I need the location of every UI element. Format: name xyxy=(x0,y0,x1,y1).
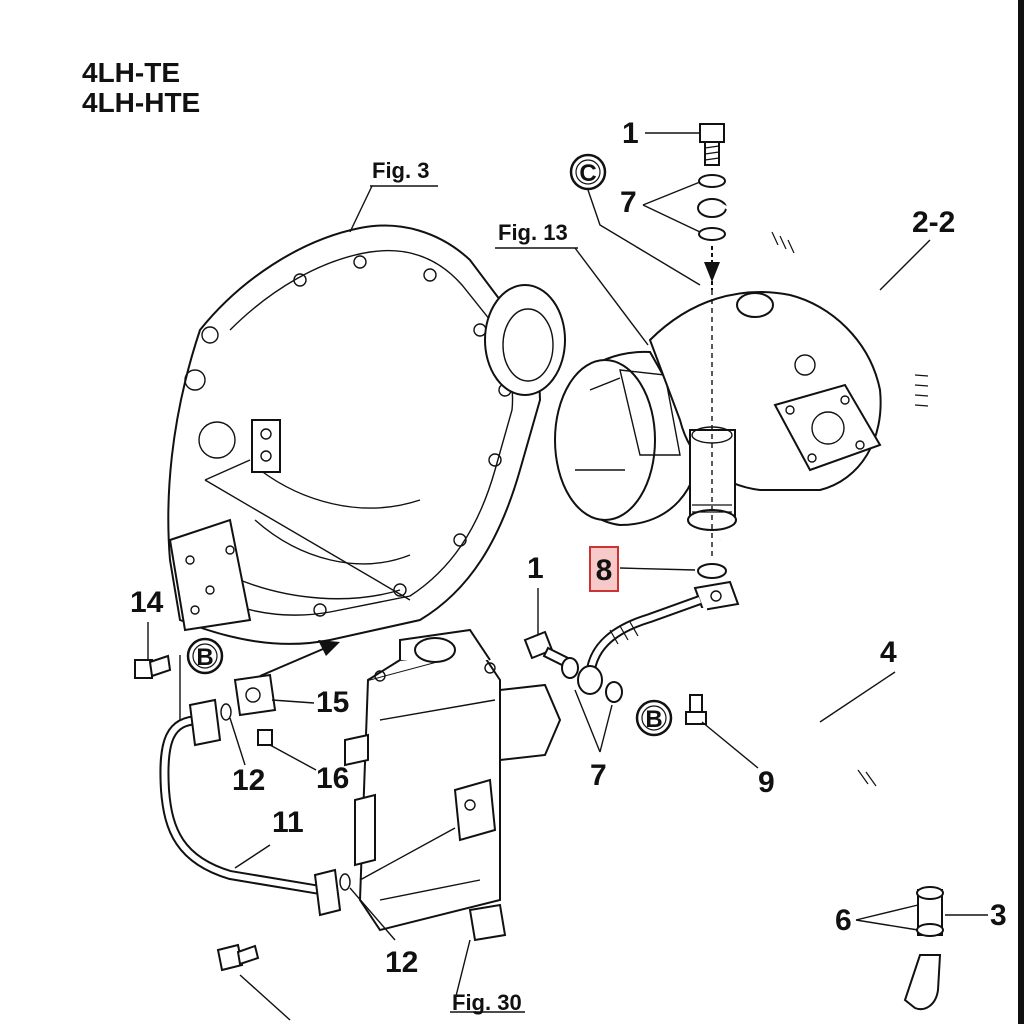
callout-1-mid: 1 xyxy=(527,552,544,585)
callout-4: 4 xyxy=(880,636,897,669)
callout-11: 11 xyxy=(272,806,304,839)
mid-banjo-bolt xyxy=(523,630,623,703)
callout-12-left: 12 xyxy=(232,764,265,797)
svg-text:C: C xyxy=(579,160,596,187)
callout-7-bottom: 7 xyxy=(590,759,607,792)
fig-13-ref: Fig. 13 xyxy=(498,220,568,245)
model-label-1: 4LH-TE xyxy=(82,57,180,88)
bolt-bottom-left xyxy=(216,943,260,972)
oil-cooler xyxy=(344,628,562,942)
fig-3-ref: Fig. 3 xyxy=(372,158,429,183)
svg-text:B: B xyxy=(645,706,662,733)
callout-3: 3 xyxy=(990,899,1007,932)
callout-6: 6 xyxy=(835,904,852,937)
model-label-2: 4LH-HTE xyxy=(82,87,200,118)
ref-circle-b-left: B xyxy=(186,637,224,675)
callout-8-highlight: 8 xyxy=(589,546,619,592)
cooler-pipe xyxy=(159,698,351,917)
fitting-3 xyxy=(903,886,944,1010)
fig-30-ref: Fig. 30 xyxy=(452,990,522,1015)
callout-9: 9 xyxy=(758,766,775,799)
callout-2-2: 2-2 xyxy=(912,206,955,239)
callout-7-top: 7 xyxy=(620,186,637,219)
return-pipe xyxy=(585,595,702,681)
oil-drain-pipe xyxy=(693,580,929,891)
svg-text:B: B xyxy=(196,644,213,671)
top-banjo-bolt xyxy=(697,123,727,560)
callout-14: 14 xyxy=(130,586,164,619)
callout-16: 16 xyxy=(316,762,349,795)
oil-feed-pipe xyxy=(719,203,930,542)
gasket-8 xyxy=(697,563,727,579)
callout-15: 15 xyxy=(316,686,349,719)
flywheel-housing xyxy=(167,224,566,677)
callout-12-bottom: 12 xyxy=(385,946,418,979)
callout-8: 8 xyxy=(596,554,613,587)
banjo-union-15 xyxy=(233,673,277,746)
turbocharger xyxy=(554,291,882,531)
bolt-9 xyxy=(685,694,707,725)
callout-1-top: 1 xyxy=(622,117,639,150)
ref-circle-b-right: B xyxy=(635,699,673,737)
page-edge xyxy=(1018,0,1024,1024)
bolt-14 xyxy=(134,654,172,679)
ref-circle-c: C xyxy=(569,153,607,191)
